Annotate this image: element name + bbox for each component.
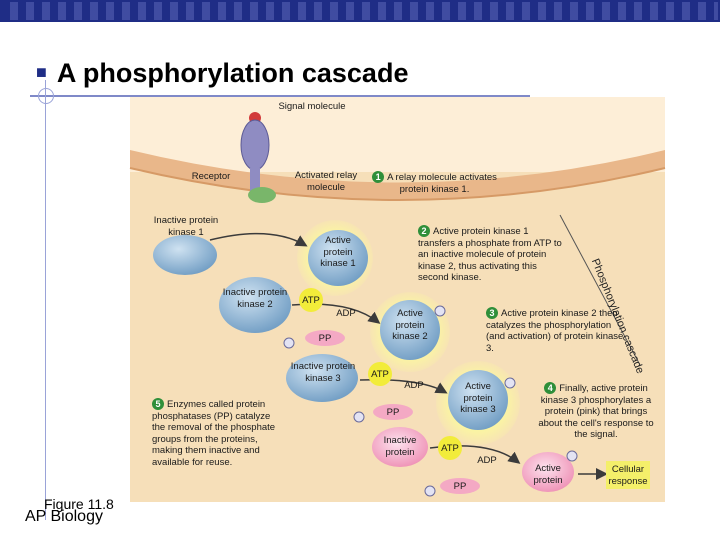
pp-label-3: PP [453,481,467,492]
arrow-pk1-activation [209,232,308,247]
membrane-inner-edge [129,167,666,201]
inactive-pk3-shape [286,354,358,402]
step1-text: A relay molecule activates protein kinas… [387,172,497,195]
active-pk1-label: Active protein kinase 1 [320,235,356,269]
step2-text: Active protein kinase 1 transfers a phos… [418,226,562,283]
cellular-response-label: Cellular response [608,464,648,487]
active-protein-label: Active protein [533,463,563,486]
step4-number: 4 [544,382,557,394]
active-pk2-shape [380,300,440,360]
phosphate-icon [353,411,365,423]
inactive-pk2-label: Inactive protein kinase 2 [222,287,288,310]
pp-enzyme-1 [305,330,345,346]
adp-label-1: ADP [336,308,356,319]
pp-enzyme-2 [373,404,413,420]
inactive-pk1-shape [153,235,217,275]
phosphate-icon [504,377,516,389]
phosphate-icon [424,485,436,497]
inactive-pk2-shape [219,277,291,333]
cascade-bracket [559,214,641,366]
active-pk1-shape [308,230,368,286]
atp-label-2: ATP [371,369,389,380]
signal-molecule-label: Signal molecule [278,101,346,112]
atp-burst-1 [299,288,323,312]
phosphate-icon [566,450,578,462]
title-underline [30,95,530,97]
inactive-pk3-label: Inactive protein kinase 3 [290,361,356,384]
relay-molecule-shape [248,187,276,203]
receptor-stalk [250,168,260,198]
pp-label-2: PP [386,407,400,418]
pp-enzyme-3 [440,478,480,494]
step3-text: Active protein kinase 2 then catalyzes t… [486,308,624,354]
adp-label-2: ADP [404,380,424,391]
step4-text: Finally, active protein kinase 3 phospho… [538,383,654,440]
active-pk3-label: Active protein kinase 3 [460,381,496,415]
active-pk3-shape [448,370,508,430]
slide-title-text: A phosphorylation cascade [56,58,409,88]
atp-label-1: ATP [302,295,320,306]
adp-label-3: ADP [477,455,497,466]
slide-title: ■ A phosphorylation cascade [36,58,408,89]
inactive-protein-label: Inactive protein [383,435,417,458]
step5-number: 5 [152,398,164,410]
extracellular-region [130,97,665,172]
active-protein-shape [522,452,574,492]
step1-number: 1 [372,171,385,183]
crosshair-line [45,80,46,520]
header-pattern [2,2,718,20]
step3-number: 3 [486,307,498,319]
step2-number: 2 [418,225,430,237]
step5-text: Enzymes called protein phosphatases (PP)… [152,399,276,468]
bullet-icon: ■ [36,62,47,82]
figure-label: Figure 11.8 [44,496,114,512]
atp-label-3: ATP [441,443,459,454]
header-bar [0,0,720,22]
crosshair-circle [38,88,54,104]
receptor-shape [240,119,270,171]
atp-burst-3 [438,436,462,460]
course-label: AP Biology [25,508,103,525]
receptor-label: Receptor [191,171,231,182]
phosphate-icon [434,305,446,317]
inactive-protein-shape [372,427,428,467]
inactive-pk1-label: Inactive protein kinase 1 [153,215,219,238]
pp-label-1: PP [318,333,332,344]
phosphate-icon [283,337,295,349]
atp-burst-2 [368,362,392,386]
cellular-response-box [606,461,650,489]
active-pk2-label: Active protein kinase 2 [392,308,428,342]
activated-relay-label: Activated relay molecule [294,170,358,193]
